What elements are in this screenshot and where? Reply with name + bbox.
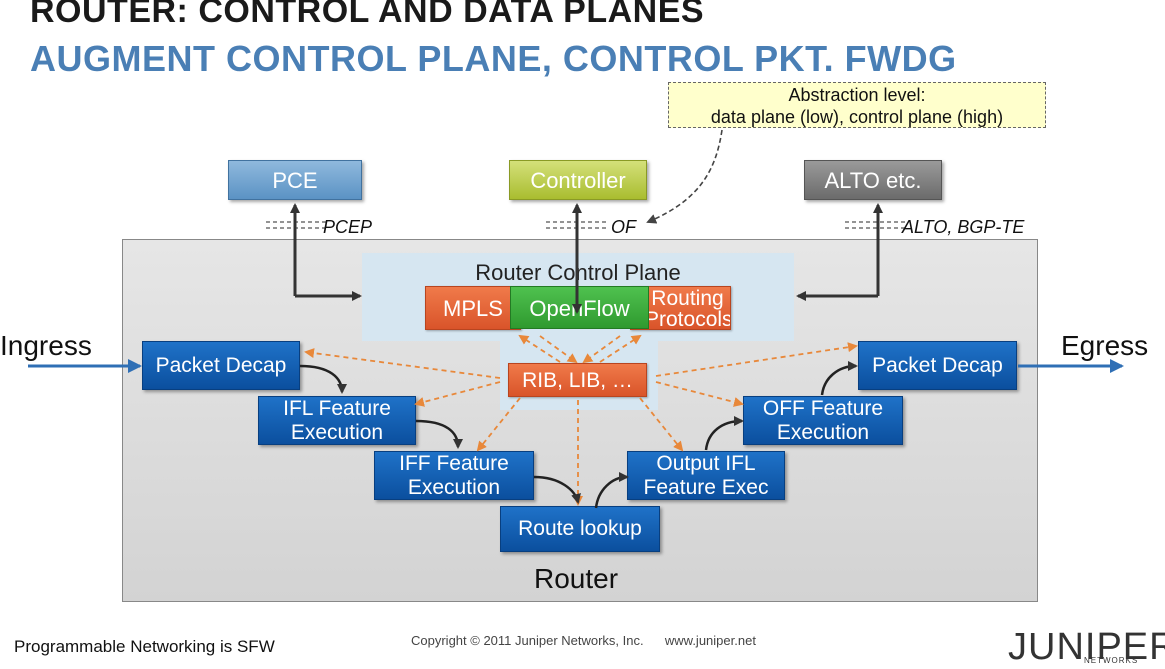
off-feature-box: OFF Feature Execution bbox=[743, 396, 903, 445]
juniper-logo-sub: NETWORKS bbox=[1084, 656, 1139, 665]
ingress-label: Ingress bbox=[0, 330, 92, 361]
slide-subtitle: AUGMENT CONTROL PLANE, CONTROL PKT. FWDG bbox=[30, 38, 957, 79]
controller-box: Controller bbox=[509, 160, 647, 200]
iff-feature-box: IFF Feature Execution bbox=[374, 451, 534, 500]
rib-lib-box: RIB, LIB, … bbox=[508, 363, 647, 397]
note-line-2: data plane (low), control plane (high) bbox=[710, 107, 1004, 127]
abstraction-note: Abstraction level: data plane (low), con… bbox=[668, 82, 1046, 128]
router-label: Router bbox=[534, 563, 619, 594]
ifl-feature-box: IFL Feature Execution bbox=[258, 396, 416, 445]
alto-bgp-label: ALTO, BGP-TE bbox=[902, 217, 1025, 237]
of-label: OF bbox=[611, 217, 636, 237]
pcep-label: PCEP bbox=[323, 217, 373, 237]
rib-distribution-arrows bbox=[304, 334, 858, 506]
data-path-arrows bbox=[299, 361, 858, 509]
routing-line-1: Routing bbox=[651, 287, 724, 310]
slide-title: ROUTER: CONTROL AND DATA PLANES bbox=[30, 0, 705, 30]
output-ifl-box: Output IFL Feature Exec bbox=[627, 451, 785, 500]
note-pointer-arrow bbox=[646, 129, 723, 224]
packet-decap-ingress-box: Packet Decap bbox=[142, 341, 300, 390]
mpls-box: MPLS bbox=[425, 286, 521, 330]
routing-line-2: Protocols bbox=[645, 308, 731, 330]
alto-box: ALTO etc. bbox=[804, 160, 942, 200]
juniper-logo: JUNIPER bbox=[1008, 626, 1165, 668]
footer-url: www.juniper.net bbox=[664, 633, 756, 648]
copyright-text: Copyright © 2011 Juniper Networks, Inc. bbox=[411, 633, 644, 648]
footer-copyright: Copyright © 2011 Juniper Networks, Inc. … bbox=[411, 633, 756, 648]
note-line-1: Abstraction level: bbox=[788, 85, 926, 105]
footer-tagline: Programmable Networking is SFW bbox=[14, 637, 275, 656]
route-lookup-box: Route lookup bbox=[500, 506, 660, 552]
pce-box: PCE bbox=[228, 160, 362, 200]
egress-label: Egress bbox=[1061, 330, 1149, 361]
packet-decap-egress-box: Packet Decap bbox=[858, 341, 1017, 390]
